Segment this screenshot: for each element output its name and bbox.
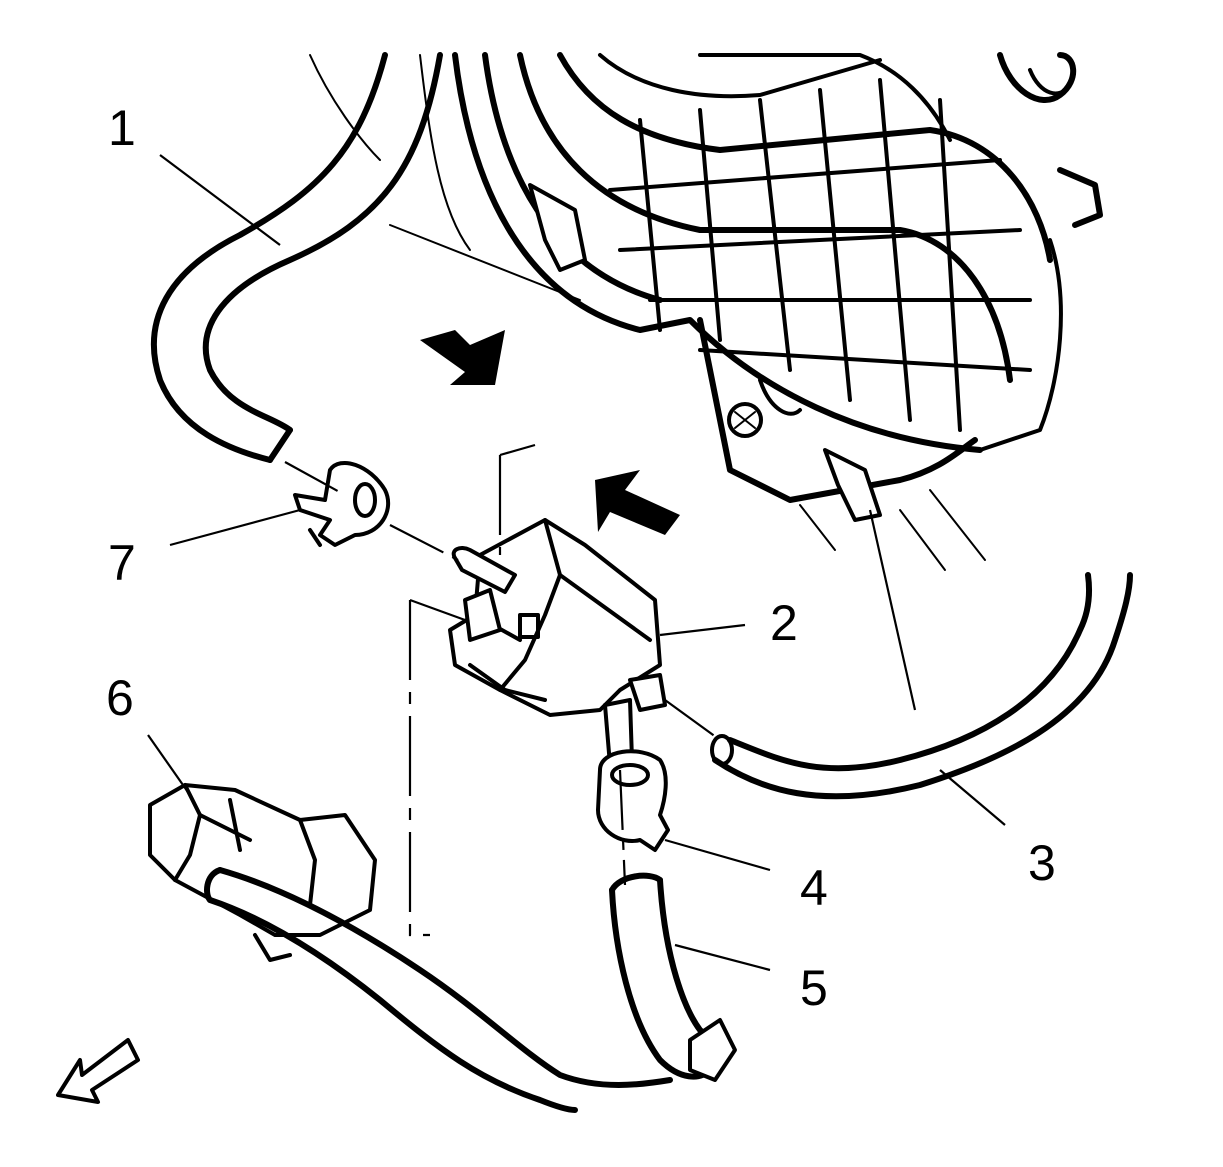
hose-1 (150, 52, 443, 463)
callout-7: 7 (108, 535, 136, 591)
callout-6: 6 (106, 670, 134, 726)
clamp-4 (596, 749, 670, 852)
callout-3: 3 (1028, 835, 1056, 891)
push-arrow-icon (420, 330, 505, 385)
solenoid-valve-2 (448, 518, 667, 773)
leader-lines (147, 154, 1006, 972)
push-arrow-icon (595, 470, 680, 535)
intake-housing (309, 52, 1103, 571)
clamp-7 (293, 460, 391, 547)
electrical-connector-6 (148, 783, 673, 1113)
hose-5 (609, 872, 737, 1082)
callout-4: 4 (800, 860, 828, 916)
callout-5: 5 (800, 960, 828, 1016)
alignment-lines (284, 443, 721, 937)
callout-2: 2 (770, 595, 798, 651)
direction-arrow-icon (56, 1038, 140, 1104)
hose-3 (710, 572, 1133, 800)
callout-1: 1 (108, 100, 136, 156)
